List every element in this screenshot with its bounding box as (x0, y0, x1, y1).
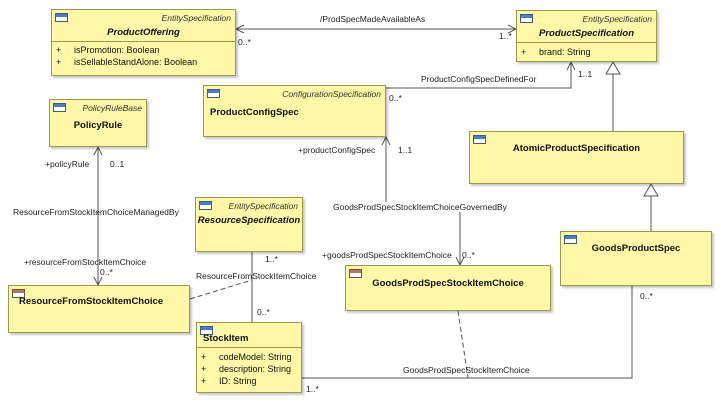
attribute-row: +codeModel: String (201, 352, 292, 362)
generalization-goods-to-atomic[interactable] (643, 183, 659, 231)
class-name: ProductOffering (107, 27, 180, 38)
association-name-label: ProductConfigSpecDefinedFor (421, 74, 537, 84)
attribute-row: +ID: String (201, 376, 257, 386)
class-resource-specification[interactable]: EntitySpecification ResourceSpecificatio… (195, 197, 303, 252)
class-goods-product-spec[interactable]: GoodsProductSpec (560, 231, 712, 286)
association-prod-spec-made-available-as[interactable] (234, 24, 518, 34)
multiplicity-label: 0..* (238, 37, 251, 47)
association-goods-prod-spec-stock-item-choice[interactable] (302, 286, 633, 379)
role-label: +resourceFromStockItemChoice (24, 257, 147, 267)
class-name: AtomicProductSpecification (512, 143, 641, 154)
association-name-label: GoodsProdSpecStockItemChoiceGovernedBy (333, 202, 507, 212)
class-resource-from-stock-item-choice[interactable]: ResourceFromStockItemChoice (8, 285, 190, 333)
class-icon (53, 103, 66, 112)
class-product-specification[interactable]: EntitySpecification ProductSpecification… (516, 10, 657, 62)
class-icon (200, 326, 213, 335)
class-icon (55, 13, 68, 22)
stereotype-label: EntitySpecification (161, 13, 231, 23)
class-name: ProductSpecification (538, 28, 634, 39)
class-name: GoodsProdSpecStockItemChoice (372, 278, 524, 289)
class-name: ProductConfigSpec (210, 107, 299, 118)
multiplicity-label: 0..* (100, 267, 113, 277)
class-name: GoodsProductSpec (591, 243, 681, 254)
multiplicity-label: 0..* (257, 307, 270, 317)
class-stock-item[interactable]: StockItem +codeModel: String +descriptio… (196, 322, 302, 393)
association-name-label: /ProdSpecMadeAvailableAs (320, 14, 426, 24)
role-label: +productConfigSpec (298, 145, 376, 155)
class-icon (564, 235, 577, 244)
class-icon (199, 201, 212, 210)
attribute-row: +brand: String (521, 47, 591, 57)
stereotype-label: ConfigurationSpecification (282, 89, 381, 99)
multiplicity-label: 0..* (640, 291, 653, 301)
class-icon (207, 89, 220, 98)
multiplicity-label: 1..1 (578, 69, 593, 79)
multiplicity-label: 1..* (306, 384, 319, 394)
multiplicity-label: 0..* (462, 250, 475, 260)
stereotype-label: EntitySpecification (228, 201, 298, 211)
association-product-config-spec-defined-for[interactable] (386, 60, 576, 89)
class-icon (473, 135, 486, 144)
association-class-icon (12, 289, 25, 298)
stereotype-label: PolicyRuleBase (82, 103, 142, 113)
class-product-config-spec[interactable]: ConfigurationSpecification ProductConfig… (203, 85, 386, 137)
class-icon (520, 14, 533, 23)
class-goods-prod-spec-stock-item-choice[interactable]: GoodsProdSpecStockItemChoice (345, 265, 551, 311)
association-name-label: ResourceFromStockItemChoiceManagedBy (13, 207, 179, 217)
association-name-label: GoodsProdSpecStockItemChoice (403, 365, 530, 375)
class-name: ResourceSpecification (197, 215, 301, 226)
attribute-row: +isPromotion: Boolean (56, 45, 160, 55)
multiplicity-label: 1..1 (398, 145, 413, 155)
role-label: +goodsProdSpecStockItemChoice (322, 250, 452, 260)
multiplicity-label: 1..* (265, 254, 278, 264)
attribute-row: +isSellableStandAlone: Boolean (56, 57, 198, 67)
generalization-atomic-to-product-specification[interactable] (605, 61, 621, 131)
stereotype-label: EntitySpecification (582, 14, 652, 24)
association-resource-from-stock-item-choice[interactable] (189, 252, 253, 322)
attribute-row: +description: String (201, 364, 292, 374)
multiplicity-label: 0..* (389, 93, 402, 103)
association-goods-prod-spec-stock-item-choice-governed-by[interactable] (381, 135, 465, 267)
role-label: +policyRule (45, 159, 90, 169)
class-name: PolicyRule (73, 120, 123, 131)
association-name-label: ResourceFromStockItemChoice (196, 271, 317, 281)
class-product-offering[interactable]: EntitySpecification ProductOffering +isP… (51, 9, 236, 76)
multiplicity-label: 1..* (499, 31, 512, 41)
class-name: ResourceFromStockItemChoice (19, 296, 164, 307)
class-policy-rule[interactable]: PolicyRuleBase PolicyRule (49, 99, 147, 147)
class-name: StockItem (203, 333, 249, 344)
association-class-icon (349, 269, 362, 278)
class-atomic-product-specification[interactable]: AtomicProductSpecification (469, 131, 684, 184)
multiplicity-label: 0..1 (110, 159, 125, 169)
